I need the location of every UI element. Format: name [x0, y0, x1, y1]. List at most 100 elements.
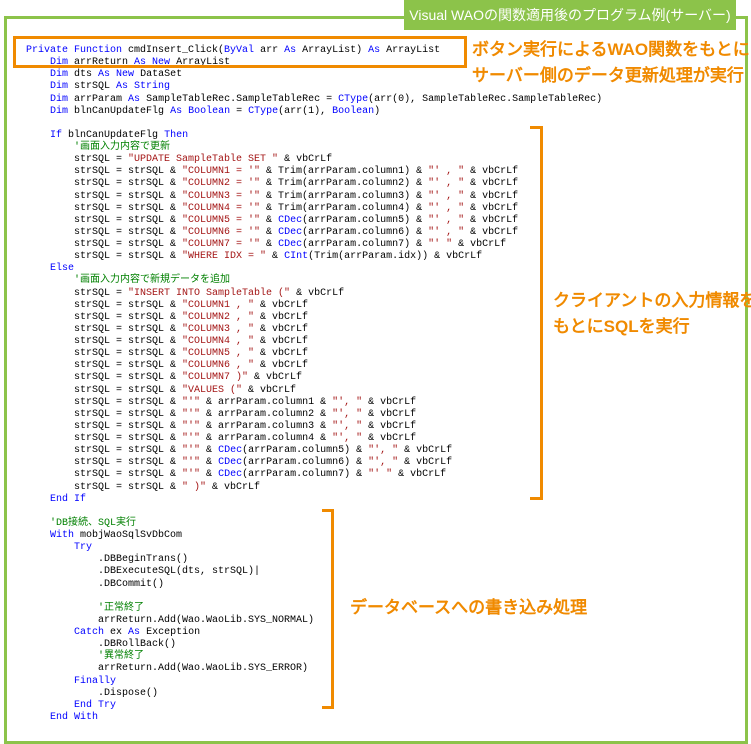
code-string: "INSERT INTO SampleTable ("	[128, 287, 291, 299]
code-comment: '画面入力内容で新規データを追加	[74, 275, 231, 287]
code-text: (arrParam.column7) &	[302, 239, 429, 250]
code-text	[26, 627, 74, 638]
code-line: arrReturn.Add(Wao.WaoLib.SYS_NORMAL)	[26, 615, 602, 627]
code-text	[26, 712, 50, 723]
code-line: End Try	[26, 700, 602, 712]
code-line: Else	[26, 263, 602, 275]
code-text: arrReturn.Add(Wao.WaoLib.SYS_NORMAL)	[26, 614, 315, 626]
code-text	[26, 651, 98, 662]
code-string: "COLUMN1 , "	[182, 299, 255, 311]
code-string: "' "	[368, 469, 393, 481]
code-text: & arrParam.column4 &	[200, 433, 333, 444]
code-line: '異常終了	[26, 651, 602, 663]
code-string: "' , "	[428, 202, 465, 214]
code-string: "', "	[368, 445, 399, 457]
code-text: & Trim(arrParam.column1) &	[260, 166, 429, 178]
code-comment: '正常終了	[98, 602, 145, 614]
code-string: "' , "	[428, 166, 465, 178]
code-text: & vbCrLf	[464, 226, 519, 238]
code-line: strSQL = strSQL & " )" & vbCrLf	[26, 482, 602, 494]
code-keyword: CType	[248, 105, 279, 117]
code-text: strSQL = strSQL &	[26, 360, 183, 372]
code-text: & vbCrLf	[254, 360, 309, 372]
code-keyword: As	[284, 45, 297, 56]
code-line: strSQL = strSQL & "'" & CDec(arrParam.co…	[26, 457, 602, 469]
code-string: "COLUMN4 = '"	[182, 202, 261, 214]
code-text: ArrayList	[170, 57, 231, 69]
code-string: "COLUMN2 = '"	[182, 178, 261, 190]
code-line: strSQL = strSQL & "COLUMN4 , " & vbCrLf	[26, 336, 602, 348]
code-text: ex	[104, 627, 129, 638]
code-keyword: As String	[116, 81, 171, 93]
code-string: "COLUMN1 = '"	[182, 166, 261, 178]
code-keyword: As	[368, 45, 381, 56]
code-keyword: Catch	[74, 627, 105, 638]
code-text: & vbCrLf	[254, 336, 309, 347]
code-string: "' , "	[428, 190, 465, 202]
annotation-bottom: データベースへの書き込み処理	[350, 598, 588, 617]
code-text: & vbCrLf	[254, 311, 309, 323]
code-keyword: ByVal	[224, 45, 255, 56]
code-text	[26, 106, 50, 117]
code-line: strSQL = strSQL & "COLUMN6 = '" & CDec(a…	[26, 227, 602, 239]
code-keyword: CDec	[218, 457, 243, 469]
code-text: (arrParam.column6) &	[242, 457, 369, 469]
code-string: "' , "	[428, 214, 465, 226]
code-line: strSQL = strSQL & "'" & CDec(arrParam.co…	[26, 469, 602, 481]
code-string: "COLUMN6 , "	[182, 360, 255, 372]
code-text: & vbCrLf	[464, 214, 519, 226]
code-text	[26, 81, 50, 92]
code-keyword: As	[128, 93, 141, 105]
code-text: strSQL = strSQL &	[26, 481, 183, 493]
code-line: strSQL = strSQL & "COLUMN5 , " & vbCrLf	[26, 348, 602, 360]
code-string: "', "	[332, 408, 363, 420]
code-text: & vbCrLf	[464, 190, 519, 202]
code-keyword: Boolean	[332, 105, 375, 117]
code-keyword: Finally	[74, 675, 117, 687]
code-comment: '異常終了	[98, 651, 145, 663]
code-keyword: Private Function	[26, 45, 123, 56]
code-text: strSQL = strSQL &	[26, 408, 183, 420]
code-text: &	[260, 226, 279, 238]
code-text: & vbCrLf	[398, 457, 453, 469]
code-string: "COLUMN2 , "	[182, 311, 255, 323]
code-line: Dim arrReturn As New ArrayList	[26, 57, 602, 69]
code-line: End If	[26, 494, 602, 506]
code-keyword: As New	[134, 57, 171, 69]
code-line: Dim dts As New DataSet	[26, 69, 602, 81]
code-line: strSQL = strSQL & "COLUMN2 = '" & Trim(a…	[26, 178, 602, 190]
code-text	[26, 275, 74, 286]
code-text: )	[374, 105, 381, 117]
code-line: .DBCommit()	[26, 579, 602, 591]
code-string: "UPDATE SampleTable SET "	[128, 154, 279, 166]
code-text: arrParam	[68, 93, 129, 105]
code-text: strSQL = strSQL &	[26, 251, 183, 263]
code-text: strSQL = strSQL &	[26, 469, 183, 481]
code-text: (Trim(arrParam.idx)) & vbCrLf	[308, 251, 483, 263]
code-string: "'"	[182, 420, 201, 432]
code-keyword: CDec	[218, 445, 243, 457]
code-string: "COLUMN5 = '"	[182, 214, 261, 226]
code-text: &	[260, 214, 279, 226]
sql-bracket	[530, 126, 543, 500]
code-text	[26, 130, 50, 141]
code-line: strSQL = strSQL & "COLUMN5 = '" & CDec(a…	[26, 215, 602, 227]
code-line: .DBBeginTrans()	[26, 554, 602, 566]
code-comment: '画面入力内容で更新	[74, 142, 171, 153]
code-text: & Trim(arrParam.column4) &	[260, 202, 429, 214]
code-text: & vbCrLf	[362, 420, 417, 432]
code-text: strSQL = strSQL &	[26, 396, 183, 408]
code-text: & vbCrLf	[452, 239, 507, 250]
code-line: strSQL = strSQL & "COLUMN2 , " & vbCrLf	[26, 312, 602, 324]
code-text: & vbCrLf	[362, 433, 417, 444]
function-highlight-box	[13, 36, 467, 68]
code-line: strSQL = strSQL & "COLUMN3 = '" & Trim(a…	[26, 191, 602, 203]
code-text: mobjWaoSqlSvDbCom	[74, 530, 183, 541]
code-line: strSQL = strSQL & "'" & CDec(arrParam.co…	[26, 445, 602, 457]
code-text: arrReturn.Add(Wao.WaoLib.SYS_ERROR)	[26, 663, 309, 675]
code-line: If blnCanUpdateFlg Then	[26, 130, 602, 142]
code-string: "', "	[332, 433, 363, 444]
code-text: strSQL = strSQL &	[26, 384, 183, 396]
code-text: (arrParam.column5) &	[302, 214, 429, 226]
code-listing: Private Function cmdInsert_Click(ByVal a…	[26, 45, 602, 724]
